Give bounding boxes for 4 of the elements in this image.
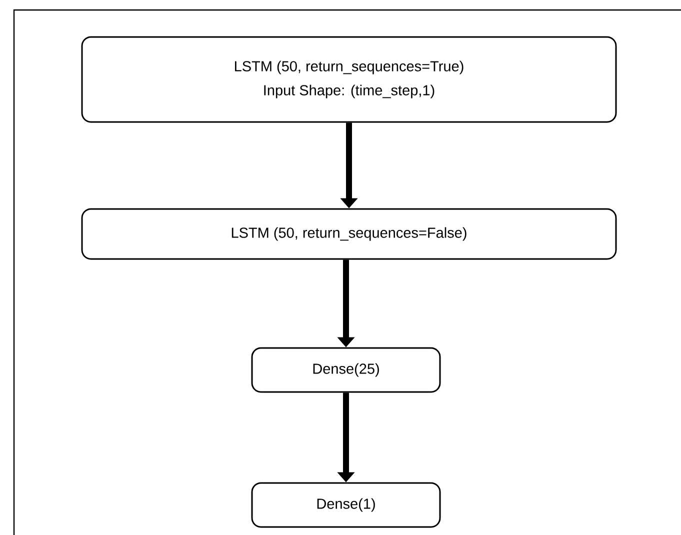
layer-box: Dense(1)	[251, 482, 441, 528]
layer-box: LSTM (50, return_sequences=True) Input Shape: (time_step,1)	[81, 36, 617, 123]
layer-box: Dense(25)	[251, 347, 441, 393]
layer-box: LSTM (50, return_sequences=False)	[81, 208, 617, 260]
